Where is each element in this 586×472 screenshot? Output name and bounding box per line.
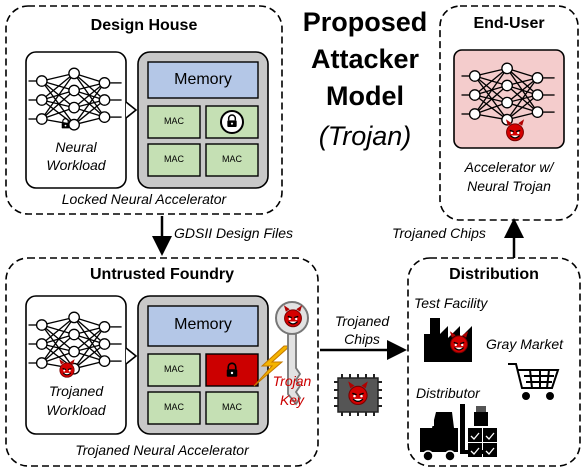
foundry-workload-line-1: Trojaned — [48, 383, 104, 399]
end-user-caption-line-1: Accelerator w/ — [464, 159, 554, 175]
mac-label: MAC — [222, 154, 242, 164]
shopping-cart-icon — [508, 363, 560, 400]
trojaned-chips-top-label: Trojaned Chips — [392, 225, 486, 241]
trojaned-chips-mid-line-2: Chips — [344, 331, 380, 347]
design-house-workload-line-2: Workload — [46, 157, 106, 173]
mac-label: MAC — [164, 402, 184, 412]
trojan-key-line-1: Trojan — [272, 373, 312, 389]
end-user-caption-line-2: Neural Trojan — [467, 178, 551, 194]
gray-market-label: Gray Market — [486, 336, 564, 352]
end-user-title: End-User — [473, 15, 545, 32]
mac-label: MAC — [164, 364, 184, 374]
mac-label: MAC — [164, 154, 184, 164]
title-line-1: Proposed — [302, 7, 428, 37]
distributor-label: Distributor — [416, 385, 480, 401]
foundry-memory-label: Memory — [174, 316, 232, 333]
design-house-workload-line-1: Neural — [55, 139, 97, 155]
title-line-2: Attacker — [310, 44, 420, 74]
untrusted-foundry-box — [5, 257, 319, 467]
foundry-title: Untrusted Foundry — [90, 266, 234, 283]
design-house-title: Design House — [90, 17, 198, 34]
foundry-caption: Trojaned Neural Accelerator — [75, 442, 249, 458]
title-line-4: (Trojan) — [318, 121, 412, 151]
gdsii-label: GDSII Design Files — [174, 225, 294, 241]
boxes-icon — [468, 406, 497, 457]
distribution-title: Distribution — [449, 266, 539, 283]
trojaned-chips-mid-line-1: Trojaned — [334, 313, 390, 329]
design-house-chip — [137, 51, 269, 189]
title-line-3: Model — [326, 81, 404, 111]
design-house-box — [5, 5, 283, 215]
lightning-icon — [253, 345, 292, 387]
mac-label: MAC — [164, 116, 184, 126]
foundry-workload-line-2: Workload — [46, 402, 106, 418]
design-house-caption: Locked Neural Accelerator — [61, 191, 227, 207]
trojan-key-line-2: Key — [279, 392, 305, 408]
mac-label: MAC — [222, 402, 242, 412]
distribution-box — [407, 257, 581, 467]
design-house-memory-label: Memory — [174, 71, 232, 88]
test-facility-label: Test Facility — [414, 295, 488, 311]
